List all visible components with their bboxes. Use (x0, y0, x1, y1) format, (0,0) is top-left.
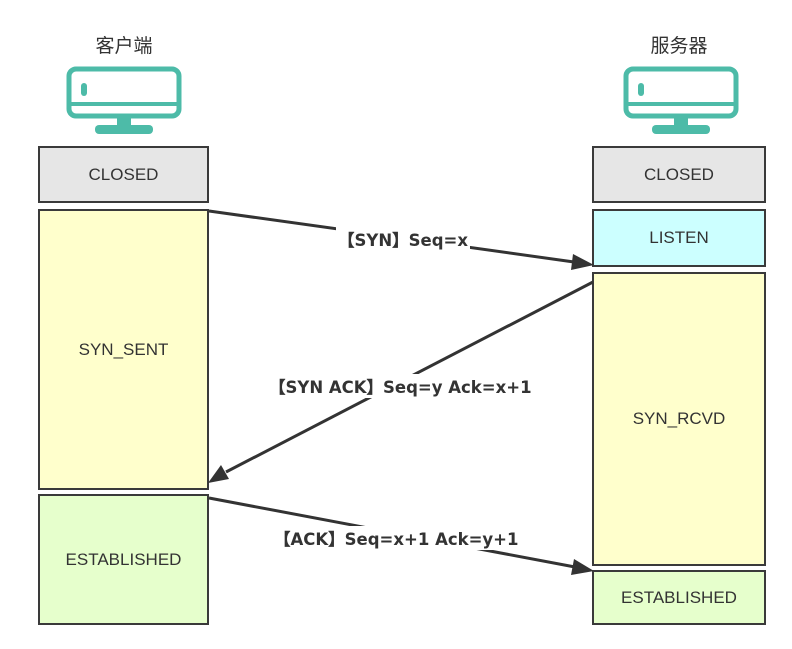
message-label-ack: 【ACK】Seq=x+1 Ack=y+1 (272, 526, 521, 550)
server-title: 服务器 (650, 35, 708, 57)
client-monitor-icon (66, 66, 182, 134)
client-title: 客户端 (95, 35, 153, 57)
client-state-established: ESTABLISHED (38, 494, 209, 625)
server-monitor-icon (623, 66, 739, 134)
message-label-syn-ack: 【SYN ACK】Seq=y Ack=x+1 (267, 374, 534, 398)
server-state-syn-rcvd: SYN_RCVD (592, 272, 766, 566)
message-label-syn: 【SYN】Seq=x (336, 227, 470, 251)
server-state-closed: CLOSED (592, 146, 766, 203)
server-state-established: ESTABLISHED (592, 570, 766, 625)
client-state-closed: CLOSED (38, 146, 209, 203)
server-state-listen: LISTEN (592, 209, 766, 267)
client-state-syn-sent: SYN_SENT (38, 209, 209, 490)
